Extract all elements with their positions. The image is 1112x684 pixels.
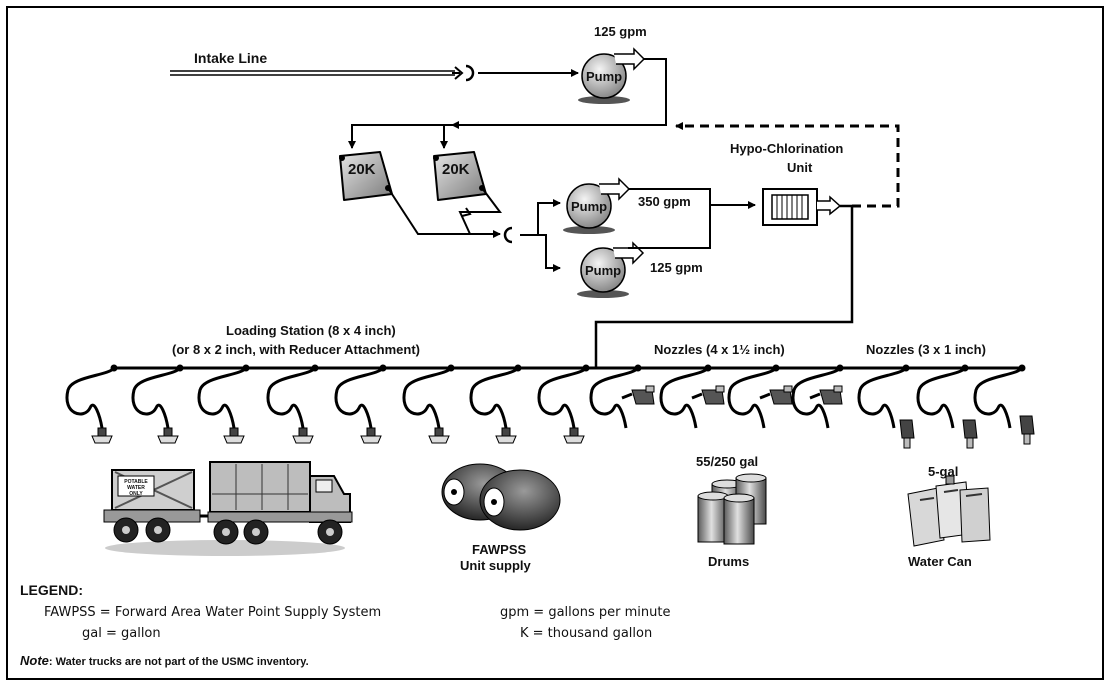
pump-top: Pump — [577, 48, 645, 105]
legend-k: K = thousand gallon — [520, 626, 652, 641]
legend-gal: gal = gallon — [82, 626, 161, 641]
pump-bottom: Pump — [576, 242, 644, 299]
truck-sign-1: POTABLE — [124, 479, 148, 485]
chlorination-label-2: Unit — [787, 160, 813, 175]
legend-fawpss: FAWPSS = Forward Area Water Point Supply… — [44, 605, 381, 620]
note-line: Note: Water trucks are not part of the U… — [20, 653, 309, 668]
pump-middle-label: Pump — [571, 199, 607, 214]
intake-coupling-icon — [465, 64, 475, 82]
chlorination-label-1: Hypo-Chlorination — [730, 141, 843, 156]
nozzles-right-label: Nozzles (3 x 1 inch) — [866, 342, 986, 357]
intake-line-label: Intake Line — [194, 50, 267, 66]
loading-station-hoses — [65, 363, 591, 444]
note-text: : Water trucks are not part of the USMC … — [49, 656, 309, 668]
water-cans-icon — [907, 475, 991, 547]
water-can-capacity-label: 5-gal — [928, 464, 958, 479]
manifold-coupling-icon — [503, 226, 513, 244]
bladder-right-label: 20K — [442, 161, 470, 178]
legend-title: LEGEND: — [20, 582, 83, 598]
bladder-20k-right: 20K — [432, 151, 487, 201]
drums-capacity-label: 55/250 gal — [696, 454, 758, 469]
bladder-left-label: 20K — [348, 161, 376, 178]
loading-station-label-1: Loading Station (8 x 4 inch) — [226, 323, 396, 338]
water-can-label: Water Can — [908, 554, 972, 569]
note-label: Note — [20, 653, 49, 668]
hypo-chlorination-unit-icon — [762, 188, 842, 226]
drums-label: Drums — [708, 554, 749, 569]
nozzle-hoses-1-inch — [857, 363, 1035, 449]
bladder-20k-left: 20K — [338, 151, 393, 201]
drums-icon — [697, 473, 767, 545]
legend-gpm: gpm = gallons per minute — [500, 605, 670, 620]
flow-mid-label: 350 gpm — [638, 194, 691, 209]
pump-top-label: Pump — [586, 69, 622, 84]
flow-top-label: 125 gpm — [594, 24, 647, 39]
fawpss-bladders-icon — [441, 463, 561, 531]
loading-station-label-2: (or 8 x 2 inch, with Reducer Attachment) — [172, 342, 420, 357]
truck-sign-3: ONLY — [129, 491, 143, 497]
fawpss-label-2: Unit supply — [460, 558, 532, 573]
pump-middle: Pump — [562, 178, 630, 235]
nozzles-mid-label: Nozzles (4 x 1½ inch) — [654, 342, 785, 357]
fawpss-label-1: FAWPSS — [472, 542, 527, 557]
pump-bottom-label: Pump — [585, 263, 621, 278]
water-truck-icon: POTABLE WATER ONLY — [103, 461, 353, 556]
intake-line — [170, 66, 464, 80]
flow-low-label: 125 gpm — [650, 260, 703, 275]
diagram-frame — [6, 6, 1104, 680]
nozzle-hoses-1-5-inch — [589, 363, 845, 430]
truck-sign-2: WATER — [127, 485, 145, 491]
